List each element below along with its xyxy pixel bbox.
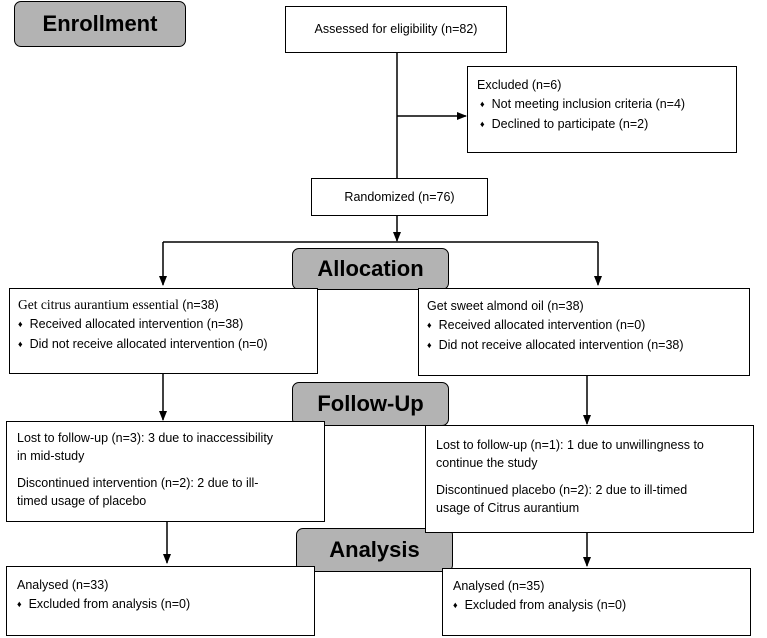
followup-left-disc-line2: timed usage of placebo <box>17 494 147 508</box>
analysis-left-box: Analysed (n=33) Excluded from analysis (… <box>6 566 315 636</box>
followup-right-disc-line1: Discontinued placebo (n=2): 2 due to ill… <box>436 483 688 497</box>
assessed-text: Assessed for eligibility (n=82) <box>314 22 478 36</box>
allocation-right-item: Received allocated intervention (n=0) <box>427 316 749 336</box>
allocation-left-box: Get citrus aurantium essential (n=38) Re… <box>9 288 318 374</box>
allocation-left-title-prefix: Get citrus aurantium essential <box>18 297 179 312</box>
stage-enrollment: Enrollment <box>14 1 186 47</box>
assessed-box: Assessed for eligibility (n=82) <box>285 6 507 53</box>
followup-left-lost-line2: in mid-study <box>17 449 85 463</box>
allocation-left-item: Received allocated intervention (n=38) <box>18 315 317 335</box>
allocation-right-box: Get sweet almond oil (n=38) Received all… <box>418 288 750 376</box>
analysis-right-box: Analysed (n=35) Excluded from analysis (… <box>442 568 751 636</box>
analysis-right-title: Analysed (n=35) <box>453 579 545 593</box>
followup-right-disc-line2: usage of Citrus aurantium <box>436 501 580 515</box>
analysis-left-title: Analysed (n=33) <box>17 578 109 592</box>
stage-analysis: Analysis <box>296 528 453 572</box>
allocation-left-item: Did not receive allocated intervention (… <box>18 335 317 355</box>
excluded-item: Declined to participate (n=2) <box>477 115 736 135</box>
followup-right-lost-line2: continue the study <box>436 456 538 470</box>
analysis-left-item: Excluded from analysis (n=0) <box>17 595 314 615</box>
allocation-right-title: Get sweet almond oil (n=38) <box>427 299 584 313</box>
followup-right-lost-line1: Lost to follow-up (n=1): 1 due to unwill… <box>436 438 704 452</box>
allocation-left-title: Get citrus aurantium essential (n=38) <box>18 295 317 315</box>
followup-left-box: Lost to follow-up (n=3): 3 due to inacce… <box>6 421 325 522</box>
followup-left-disc-line1: Discontinued intervention (n=2): 2 due t… <box>17 476 259 490</box>
excluded-item: Not meeting inclusion criteria (n=4) <box>477 95 736 115</box>
analysis-right-item: Excluded from analysis (n=0) <box>453 596 750 616</box>
allocation-left-title-suffix: (n=38) <box>178 298 219 312</box>
excluded-title: Excluded (n=6) <box>477 78 562 92</box>
allocation-right-item: Did not receive allocated intervention (… <box>427 336 749 356</box>
randomized-box: Randomized (n=76) <box>311 178 488 216</box>
randomized-text: Randomized (n=76) <box>344 190 455 204</box>
followup-left-lost-line1: Lost to follow-up (n=3): 3 due to inacce… <box>17 431 274 445</box>
excluded-box: Excluded (n=6) Not meeting inclusion cri… <box>467 66 737 153</box>
stage-allocation: Allocation <box>292 248 449 290</box>
followup-right-box: Lost to follow-up (n=1): 1 due to unwill… <box>425 425 754 533</box>
stage-followup: Follow-Up <box>292 382 449 426</box>
